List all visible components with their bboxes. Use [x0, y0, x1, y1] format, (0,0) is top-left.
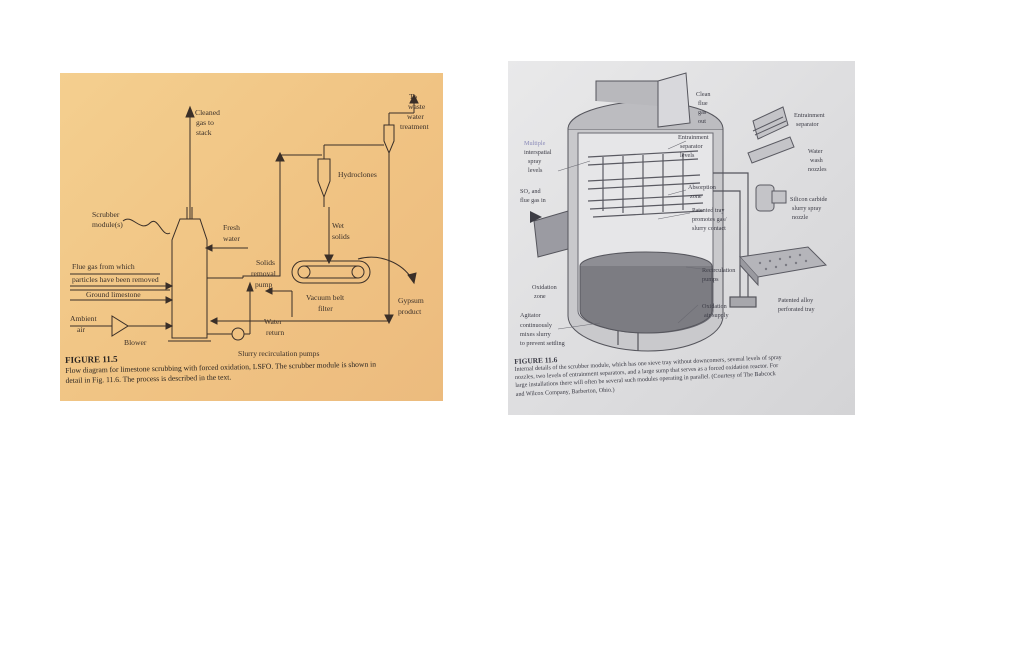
label-cleaned-3: stack: [196, 128, 212, 137]
label-solids-1: Solids: [256, 258, 275, 267]
label-flue-1: Flue gas from which: [72, 262, 135, 271]
label-sic-2: slurry spray: [792, 205, 822, 212]
label-so2-1: SO₂ and: [520, 188, 541, 195]
label-absorption-1: Absorption: [688, 184, 716, 191]
label-oxair-1: Oxidation: [702, 303, 727, 310]
label-ent-sep-mid-2: separator: [680, 143, 703, 150]
label-oxzone-1: Oxidation: [532, 284, 557, 291]
label-oxair-2: air supply: [704, 312, 729, 319]
label-alloy-2: perforated tray: [778, 306, 815, 313]
label-cleaned-2: gas to: [196, 118, 214, 127]
label-tray-2: promotes gas/: [692, 216, 727, 223]
label-multiple: Multiple: [524, 140, 546, 147]
label-to-waste-2: waste: [408, 102, 426, 111]
label-fresh-1: Fresh: [223, 223, 240, 232]
label-vacuum-1: Vacuum belt: [306, 293, 345, 302]
label-clean-4: out: [698, 118, 706, 125]
label-clean-2: flue: [698, 100, 708, 107]
label-scrubber-2: module(s): [92, 220, 123, 229]
label-ent-sep-mid-3: levels: [680, 152, 695, 159]
figure-11-6-photo: Clean flue gas out Entrainment separator…: [508, 61, 855, 415]
label-to-waste-3: water: [407, 112, 424, 121]
label-oxzone-2: zone: [534, 293, 546, 300]
label-solids-3: pump: [255, 280, 273, 289]
label-hydroclones: Hydroclones: [338, 170, 377, 179]
label-agitator-4: to prevent settling: [520, 340, 565, 347]
label-agitator-2: continuously: [520, 322, 553, 329]
label-water-wash-2: wash: [810, 157, 824, 164]
label-agitator-3: mixes slurry: [520, 331, 552, 338]
label-ent-sep-1: Entrainment: [794, 112, 825, 119]
label-interspatial: interspatial: [524, 149, 552, 156]
outlet-duct: [596, 81, 658, 106]
label-wet-2: solids: [332, 232, 350, 241]
label-spray: spray: [528, 158, 542, 165]
label-wet-1: Wet: [332, 221, 345, 230]
figure-11-5-photo: To waste water treatment Cleaned gas to …: [60, 73, 443, 401]
label-sic-1: Silicon carbide: [790, 196, 828, 203]
label-levels: levels: [528, 167, 543, 174]
label-water-2: return: [266, 328, 284, 337]
label-sic-3: nozzle: [792, 214, 808, 221]
recirculation-pump: [232, 328, 244, 340]
label-tray-1: Patented tray: [692, 207, 725, 214]
label-water-wash-1: Water: [808, 148, 823, 155]
label-blower: Blower: [124, 338, 147, 347]
label-ent-sep-2: separator: [796, 121, 819, 128]
label-ground-limestone: Ground limestone: [86, 290, 141, 299]
label-ent-sep-mid-1: Entrainment: [678, 134, 709, 141]
label-recirc-1: Recirculation: [702, 267, 735, 274]
label-flue-2: particles have been removed: [72, 275, 159, 284]
hydroclone-1: [318, 159, 330, 197]
vacuum-belt-filter: [292, 261, 370, 283]
label-recirc-2: pumps: [702, 276, 719, 283]
label-so2-2: flue gas in: [520, 197, 546, 204]
label-fresh-2: water: [223, 234, 240, 243]
label-clean-3: gas: [698, 109, 707, 116]
label-clean-1: Clean: [696, 91, 710, 98]
label-gypsum-2: product: [398, 307, 422, 316]
label-ambient-2: air: [77, 325, 85, 334]
label-absorption-2: zone: [690, 193, 702, 200]
label-alloy-1: Patented alloy: [778, 297, 814, 304]
label-scrubber-1: Scrubber: [92, 210, 120, 219]
label-to-waste-1: To: [409, 92, 417, 101]
spray-nozzle-inset: [756, 185, 774, 211]
label-solids-2: removal: [251, 269, 276, 278]
label-gypsum-1: Gypsum: [398, 296, 424, 305]
label-to-waste-4: treatment: [400, 122, 430, 131]
label-ambient-1: Ambient: [70, 314, 97, 323]
hydroclone-2: [384, 125, 394, 153]
label-water-1: Water: [264, 317, 282, 326]
label-water-wash-3: nozzles: [808, 166, 827, 173]
label-tray-3: slurry contact: [692, 225, 726, 232]
label-agitator-1: Agitator: [520, 312, 541, 319]
label-cleaned-1: Cleaned: [195, 108, 220, 117]
scrubber-module: [172, 219, 207, 338]
label-vacuum-2: filter: [318, 304, 333, 313]
